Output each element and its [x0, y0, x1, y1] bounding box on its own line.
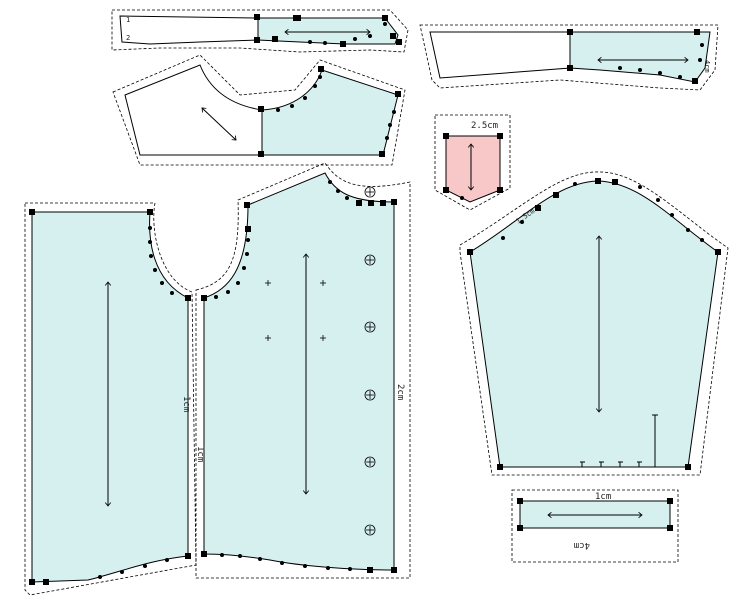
left-front-piece[interactable]: 1cm	[24, 202, 197, 596]
collar-left	[429, 31, 571, 79]
pocket-piece[interactable]: 2.5cm	[434, 114, 511, 211]
placket-slit	[580, 414, 658, 467]
button-icon	[364, 389, 376, 401]
right-front-left-edge-label: 1cm	[195, 446, 205, 462]
pocket-shape	[445, 135, 501, 203]
cuff-bottom-label: 4cm	[574, 540, 590, 550]
seam-allowance-outline	[459, 171, 729, 476]
sleeve-piece[interactable]: 1.5cm	[459, 171, 729, 476]
cuff-top-label: 1cm	[595, 492, 611, 502]
back-yoke-right	[261, 69, 399, 156]
right-front-shape	[203, 172, 395, 571]
button-icon	[364, 186, 376, 198]
dart-marks	[265, 280, 326, 341]
sleeve-shape	[469, 180, 719, 468]
collar-right	[569, 31, 711, 83]
button-icon	[364, 321, 376, 333]
right-front-piece[interactable]: 1cm 2cm	[195, 162, 411, 579]
cuff-piece[interactable]: 1cm 4cm	[511, 489, 679, 563]
label-2: 2	[126, 34, 130, 42]
button-icon	[364, 254, 376, 266]
seam-allowance-outline	[111, 9, 409, 53]
right-front-edge-label: 2cm	[395, 384, 405, 400]
collar-stand-left	[119, 15, 259, 45]
left-front-shape	[31, 211, 189, 583]
seam-allowance-outline	[419, 24, 719, 91]
seam-allowance-outline	[195, 162, 411, 579]
label-1: 1	[126, 16, 130, 24]
grainline-arrow	[202, 108, 236, 140]
collar-piece[interactable]: 4cm	[419, 24, 719, 91]
seam-allowance-outline	[112, 54, 406, 166]
label-4cm: 4cm	[703, 60, 711, 73]
seam-allowance-outline	[434, 114, 511, 211]
seam-allowance-outline	[511, 489, 679, 563]
button-icon	[364, 524, 376, 536]
pocket-width-label: 2.5cm	[471, 121, 498, 131]
collar-stand-right	[257, 17, 399, 45]
button-marks	[364, 186, 376, 536]
left-front-edge-label: 1cm	[181, 396, 191, 412]
back-yoke-piece[interactable]	[112, 54, 406, 166]
collar-stand-piece[interactable]: 1 2	[111, 9, 409, 53]
button-icon	[364, 456, 376, 468]
